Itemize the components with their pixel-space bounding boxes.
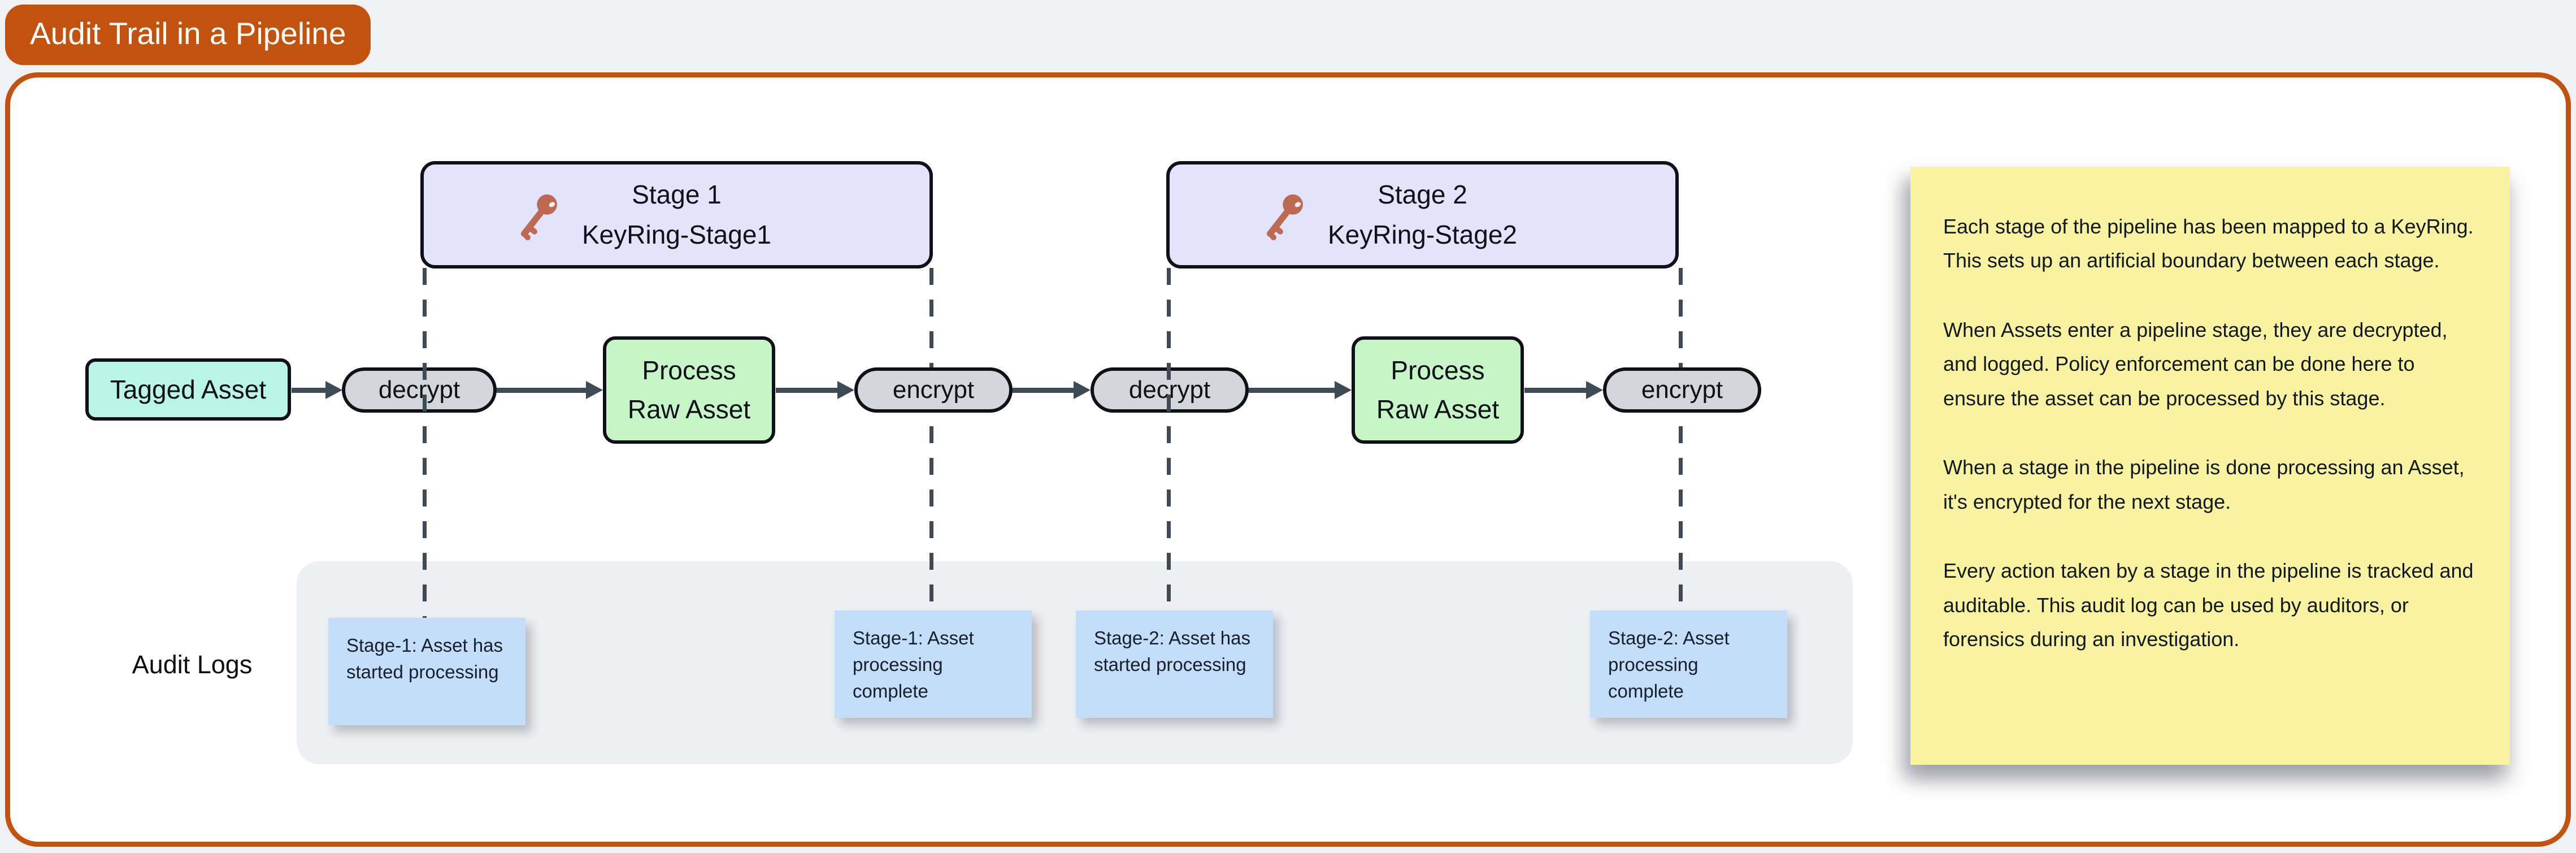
stage2-encrypt-pill: encrypt — [1603, 367, 1761, 413]
stage-name: Stage 1 — [632, 179, 722, 209]
flow-arrow-line — [1249, 388, 1336, 393]
flow-arrow-line — [1013, 388, 1075, 393]
flow-arrow-head — [586, 381, 603, 399]
stage-name: Stage 2 — [1378, 179, 1467, 209]
stage1-process-node: Process Raw Asset — [603, 336, 775, 444]
dashed-connector-stage1-right — [929, 268, 933, 610]
audit-note: Stage-2: Asset has started processing — [1076, 610, 1273, 718]
keyring-name: KeyRing-Stage1 — [582, 220, 771, 249]
flow-arrow-line — [1524, 388, 1588, 393]
flow-arrow-line — [292, 388, 327, 393]
audit-logs-label: Audit Logs — [132, 650, 253, 679]
dashed-connector-stage1-left — [423, 268, 427, 618]
side-note-paragraph: Every action taken by a stage in the pip… — [1943, 559, 2474, 651]
audit-note: Stage-1: Asset has started processing — [328, 618, 525, 725]
side-note-paragraph: When a stage in the pipeline is done pro… — [1943, 456, 2465, 513]
stage-2-box: Stage 2 KeyRing-Stage2 — [1166, 161, 1679, 269]
dashed-connector-stage2-right — [1679, 268, 1683, 610]
flow-arrow-head — [837, 381, 854, 399]
flow-arrow-head — [1335, 381, 1352, 399]
flow-arrow-line — [497, 388, 587, 393]
tagged-asset-node: Tagged Asset — [85, 358, 291, 421]
stage-1-box: Stage 1 KeyRing-Stage1 — [420, 161, 933, 269]
keyring-name: KeyRing-Stage2 — [1328, 220, 1517, 249]
flow-arrow-head — [1586, 381, 1603, 399]
stage1-decrypt-pill: decrypt — [342, 367, 497, 413]
stage1-encrypt-pill: encrypt — [854, 367, 1013, 413]
audit-note: Stage-1: Asset processing complete — [835, 610, 1032, 718]
audit-note: Stage-2: Asset processing complete — [1590, 610, 1787, 718]
side-note-paragraph: Each stage of the pipeline has been mapp… — [1943, 215, 2474, 272]
side-note-paragraph: When Assets enter a pipeline stage, they… — [1943, 318, 2448, 410]
key-icon — [520, 194, 557, 241]
dashed-connector-stage2-left — [1167, 268, 1171, 610]
flow-arrow-head — [1074, 381, 1091, 399]
stage2-process-node: Process Raw Asset — [1352, 336, 1524, 444]
key-icon — [1266, 194, 1303, 241]
flow-arrow-head — [325, 381, 342, 399]
side-note: Each stage of the pipeline has been mapp… — [1910, 167, 2510, 765]
flow-arrow-line — [776, 388, 839, 393]
diagram-title-badge: Audit Trail in a Pipeline — [5, 5, 371, 65]
